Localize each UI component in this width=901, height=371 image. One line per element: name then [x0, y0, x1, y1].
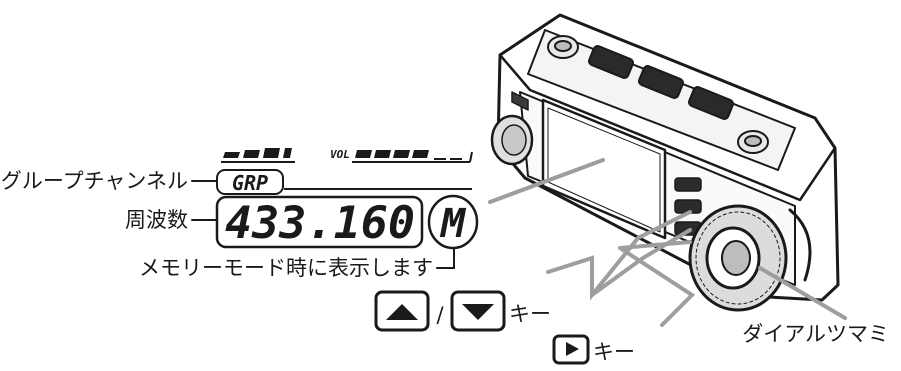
top-button-3: [687, 86, 735, 120]
frequency-box: [215, 195, 424, 249]
memory-mode-char: M: [439, 201, 467, 247]
leader-updown-keys-2: [590, 228, 692, 297]
group-text: GRP: [232, 171, 268, 195]
top-button-1: [587, 45, 635, 79]
label-play-key: キー: [593, 340, 635, 364]
leader-screen: [488, 158, 605, 204]
down-key-icon: [450, 290, 506, 332]
lcd-panel: VOL GRP 433.160 M: [215, 148, 479, 250]
frequency-value: 433.160: [225, 198, 415, 249]
leader-dial: [758, 266, 847, 320]
label-group-channel: グループチャンネル: [1, 169, 188, 193]
leader-memory-mode: [436, 247, 455, 269]
leader-play-key-2: [618, 240, 692, 250]
volume-bar-icon: [352, 150, 473, 163]
updown-separator: /: [436, 303, 444, 327]
leader-lines: [191, 158, 847, 327]
label-frequency: 周波数: [125, 208, 188, 232]
play-key-icon: [552, 334, 590, 365]
top-buttons: [547, 35, 769, 154]
vol-label: VOL: [330, 148, 350, 161]
signal-bar-icon: [221, 148, 295, 163]
strap-loop: [788, 208, 812, 282]
top-button-2: [637, 65, 685, 99]
up-key-icon: [374, 290, 430, 332]
side-keys: [674, 177, 702, 236]
label-memory-mode: メモリーモード時に表示します: [139, 256, 433, 280]
leader-play-key: [618, 246, 696, 327]
label-updown-key: キー: [509, 302, 551, 326]
dial-knob: [688, 204, 788, 312]
group-indicator: [216, 169, 284, 195]
device-top-edge: [498, 53, 837, 202]
side-key-up: [674, 177, 702, 192]
radio-device: [490, 13, 840, 312]
device-screen: [541, 98, 667, 240]
label-dial: ダイアルツマミ: [742, 322, 889, 346]
